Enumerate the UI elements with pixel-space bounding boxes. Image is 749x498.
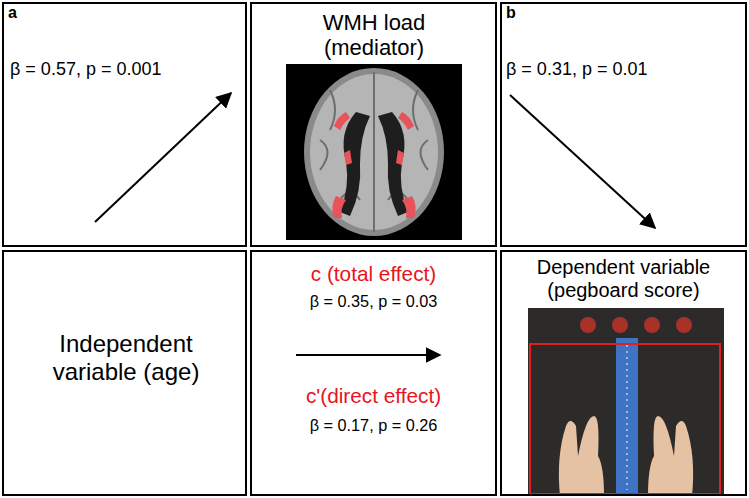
path-arrow [296, 354, 440, 356]
effect-title: c'(direct effect) [252, 384, 495, 408]
panel-letter: b [506, 4, 516, 22]
independent-panel: Independent variable (age) [2, 250, 247, 496]
effect-title: c (total effect) [252, 262, 495, 286]
path-panel: a β = 0.57, p = 0.001 [2, 2, 247, 247]
coefficient-label: β = 0.17, p = 0.26 [252, 416, 495, 435]
variable-title: Independent variable (age) [52, 330, 200, 385]
dependent-panel: Dependent variable (pegboard score) [500, 250, 747, 496]
path-panel: b β = 0.31, p = 0.01 [500, 2, 747, 247]
path-arrow [510, 95, 655, 228]
panel-letter: a [8, 4, 17, 22]
coefficient-label: β = 0.57, p = 0.001 [10, 59, 161, 80]
brain-image [286, 64, 462, 240]
coefficient-label: β = 0.35, p = 0.03 [252, 292, 495, 311]
coefficient-label: β = 0.31, p = 0.01 [506, 59, 647, 80]
effect-panel: c (total effect) β = 0.35, p = 0.03 c'(dir… [250, 250, 497, 496]
mediator-panel: WMH load (mediator) [250, 2, 497, 247]
pegboard-image [528, 308, 724, 496]
path-arrow [95, 93, 231, 222]
mediator-title: WMH load (mediator) [308, 10, 440, 61]
variable-title: Dependent variable (pegboard score) [518, 256, 729, 302]
